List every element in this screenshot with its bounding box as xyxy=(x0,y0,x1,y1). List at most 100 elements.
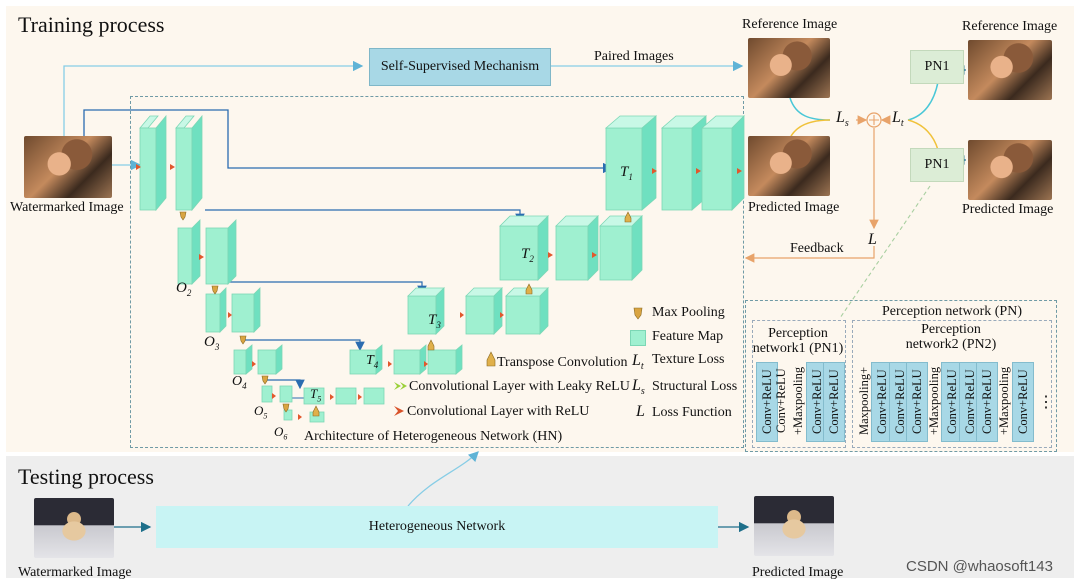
feature-map-block xyxy=(701,127,733,211)
feature-map-block xyxy=(465,295,495,335)
pn2-ellipsis: ⋮ xyxy=(1038,394,1054,411)
feature-map-block xyxy=(349,349,377,375)
pn2-layer: +Maxpooling xyxy=(996,366,1011,436)
decoder-blocks xyxy=(303,115,745,405)
feature-map-block xyxy=(177,227,193,285)
feature-map-block xyxy=(427,349,457,375)
reference-label-2: Reference Image xyxy=(962,19,1058,34)
pn2-layer: Conv+ReLU xyxy=(1012,362,1034,442)
pn2-frame xyxy=(852,320,1052,448)
max-pooling-icon xyxy=(633,307,643,320)
feature-map-block xyxy=(335,387,357,405)
predicted-label-2: Predicted Image xyxy=(962,202,1054,217)
feature-map-block xyxy=(257,349,277,375)
testing-title: Testing process xyxy=(18,464,154,489)
reference-label-1: Reference Image xyxy=(742,17,838,32)
pn1-top-to-lt-line xyxy=(907,81,939,121)
feature-map-block xyxy=(205,293,221,333)
feature-map-block xyxy=(283,409,293,421)
feature-map-block xyxy=(407,295,437,335)
feature-map-block xyxy=(261,385,273,403)
pn1-title: Perception network1 (PN1) xyxy=(752,326,844,356)
skip-t3-line xyxy=(225,281,427,296)
feature-map-block xyxy=(499,225,539,281)
test-predicted-label: Predicted Image xyxy=(752,565,844,580)
t5-label: T5 xyxy=(310,386,322,404)
pn-frame xyxy=(745,300,1057,452)
pn1-bottom-to-lt-line xyxy=(907,119,939,151)
legend-icons xyxy=(394,307,643,416)
feature-map-block xyxy=(661,127,693,211)
predicted-label-1: Predicted Image xyxy=(748,200,840,215)
legend-max-pooling: Max Pooling xyxy=(652,305,725,320)
legend-structural-loss: Structural Loss xyxy=(652,379,738,394)
feature-map-block xyxy=(231,293,255,333)
relu-marks xyxy=(136,164,742,420)
test-predicted-image xyxy=(754,496,834,556)
feature-map-block xyxy=(605,127,643,211)
hn-caption: Architecture of Heterogeneous Network (H… xyxy=(304,429,563,444)
pn2-title-line-1: Perception xyxy=(921,322,981,337)
legend-texture-symbol: Lt xyxy=(632,352,644,373)
feature-map-block xyxy=(363,387,385,405)
leaky-relu-icon xyxy=(394,382,407,390)
pn1-frame xyxy=(752,320,846,448)
watermarked-image xyxy=(24,136,112,198)
t2-label: T2 xyxy=(521,246,534,264)
pn-title: Perception network (PN) xyxy=(882,304,1022,319)
feedback-label: Feedback xyxy=(790,241,844,256)
heterogeneous-network-box: Heterogeneous Network xyxy=(156,506,718,548)
feature-map-icon xyxy=(630,330,646,346)
legend-transpose-conv: Transpose Convolution xyxy=(497,355,628,370)
feature-map-block xyxy=(393,349,421,375)
csdn-watermark: CSDN @whaosoft143 xyxy=(906,558,1053,575)
feature-map-block xyxy=(279,385,293,403)
reference-image-1 xyxy=(748,38,830,98)
o3-label: O3 xyxy=(204,334,220,352)
transpose-conv-icon xyxy=(486,351,496,367)
pn1-layer: +Maxpooling xyxy=(790,366,805,436)
training-title: Training process xyxy=(18,12,165,37)
pn1-title-line-1: Perception xyxy=(768,326,828,341)
input-to-ssm-line xyxy=(63,60,364,136)
transpose-conv-icons xyxy=(312,211,632,417)
legend-loss-symbol: L xyxy=(636,403,645,420)
o4-label: O4 xyxy=(232,374,247,391)
t3-label: T3 xyxy=(428,312,441,330)
watermarked-label: Watermarked Image xyxy=(10,200,124,215)
o5-label: O5 xyxy=(254,403,268,421)
legend-feature-map: Feature Map xyxy=(652,329,724,344)
legend-texture-loss: Texture Loss xyxy=(652,352,725,367)
skip-t5-line xyxy=(265,379,305,390)
test-watermarked-image xyxy=(34,498,114,558)
ref-to-ls-line xyxy=(789,97,831,121)
reference-image-2 xyxy=(968,40,1052,100)
feature-map-block xyxy=(505,295,541,335)
relu-icon xyxy=(394,406,404,416)
encoder-blocks xyxy=(139,114,325,423)
feature-map-block xyxy=(139,127,157,211)
hn-to-testing-line xyxy=(407,451,479,507)
ls-symbol: Ls xyxy=(836,109,849,130)
legend-loss-function: Loss Function xyxy=(652,405,732,420)
feature-map-block xyxy=(205,227,229,285)
o2-label: O2 xyxy=(176,280,192,298)
pred-to-ls-line xyxy=(789,119,831,139)
legend-relu: Convolutional Layer with ReLU xyxy=(407,404,590,419)
pn1-top-box: PN1 xyxy=(910,50,964,84)
feedback-line xyxy=(744,246,875,263)
pn1-layer: Conv+ReLU xyxy=(823,362,845,442)
pn1-title-line-2: network1 (PN1) xyxy=(752,341,844,356)
feature-map-block xyxy=(175,127,193,211)
legend-structural-symbol: Ls xyxy=(632,377,645,398)
max-pooling-icons xyxy=(179,211,290,413)
hn-frame xyxy=(130,96,744,448)
skip-t1-line xyxy=(83,109,614,174)
l-symbol: L xyxy=(868,231,877,248)
paired-label: Paired Images xyxy=(594,49,674,64)
pn2-title-line-2: network2 (PN2) xyxy=(905,337,997,352)
feature-map-block xyxy=(555,225,589,281)
o6-label: O6 xyxy=(274,424,288,442)
feature-map-block xyxy=(303,387,325,405)
